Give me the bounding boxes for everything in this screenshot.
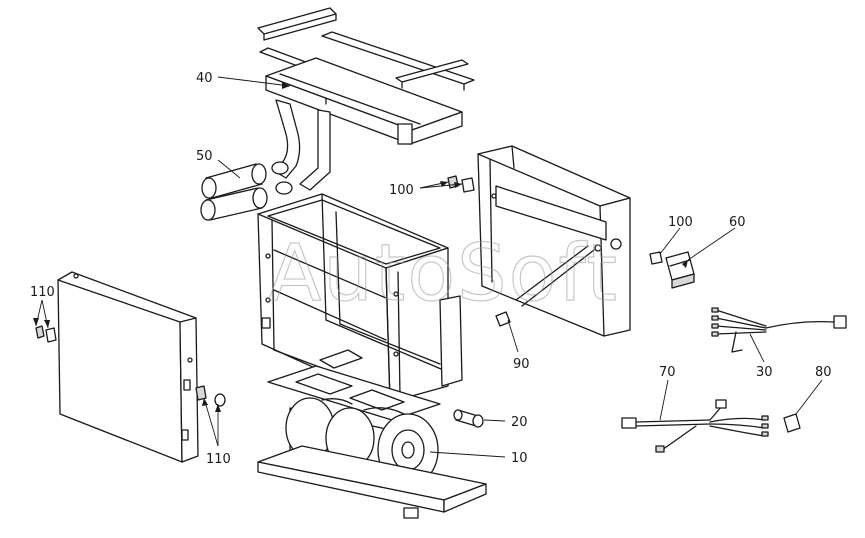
callout-110-lower: 110: [206, 452, 231, 467]
callout-10: 10: [511, 451, 528, 466]
control-module: [665, 251, 695, 289]
callout-80: 80: [815, 365, 832, 380]
connector-80: [783, 413, 801, 433]
callout-90: 90: [513, 357, 530, 372]
callout-30: 30: [756, 365, 773, 380]
callout-20: 20: [511, 415, 528, 430]
clip-upper-left: [35, 325, 57, 343]
resistor: [453, 409, 484, 428]
watermark-text: AutoSoft: [268, 229, 619, 319]
right-housing-panel: [477, 145, 631, 337]
callout-100-left: 100: [389, 183, 414, 198]
leader-lines: [33, 76, 823, 458]
hose-upper: [201, 163, 267, 199]
left-side-panel: [57, 271, 199, 463]
heater-core: [265, 57, 463, 145]
callout-70: 70: [659, 365, 676, 380]
wiring-harness-70: [621, 399, 769, 453]
main-housing: [257, 193, 463, 403]
hose-lower: [200, 187, 268, 221]
grommet-right: [649, 251, 663, 265]
blower-mount-plate: [267, 365, 441, 421]
callout-50: 50: [196, 149, 213, 164]
callout-100-right: 100: [668, 215, 693, 230]
wiring-harness-30: [711, 307, 847, 353]
callout-40: 40: [196, 71, 213, 86]
heater-pipes: [271, 99, 331, 195]
blower-base-tray: [257, 445, 487, 519]
clip-lower-right: [195, 385, 226, 407]
top-bracket-1: [257, 7, 337, 41]
callout-60: 60: [729, 215, 746, 230]
callout-110-upper: 110: [30, 285, 55, 300]
top-bracket-2: [321, 31, 475, 91]
callout-labels: 40 50 100 100 60 90 110 110 20 10 30 70 …: [30, 71, 832, 467]
